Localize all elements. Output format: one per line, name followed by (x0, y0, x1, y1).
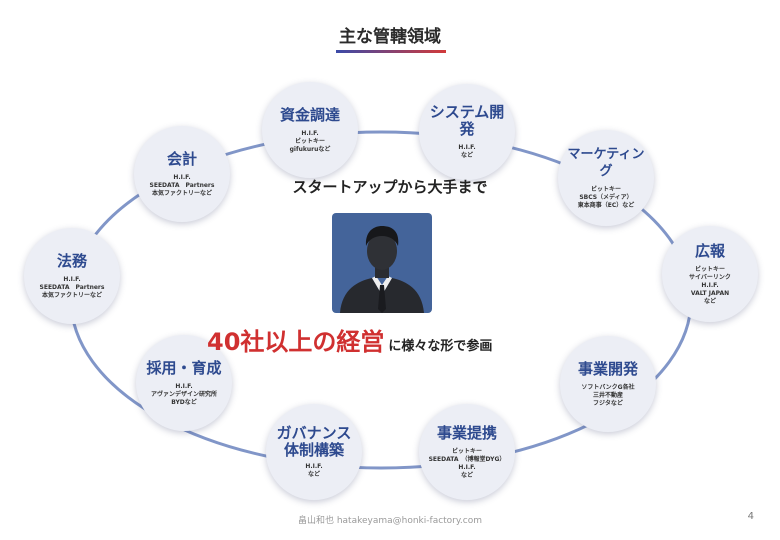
title-underline (336, 50, 446, 53)
node-detail: ビットキー SBCS（メディア） 東本商事（EC）など (577, 186, 635, 209)
headline-company-count: 40社以上の経営 (207, 328, 385, 356)
node-label: マーケティング (567, 147, 645, 179)
node-governance: ガバナンス 体制構築 H.I.F. など (266, 404, 362, 500)
node-label: 法務 (56, 251, 87, 270)
node-detail: ビットキー サイバーリンク H.I.F. VALT JAPAN など (689, 265, 731, 305)
headline: 40社以上の経営に様々な形で参画 (207, 322, 492, 357)
page-number: 4 (747, 511, 754, 522)
node-marketing: マーケティング ビットキー SBCS（メディア） 東本商事（EC）など (558, 130, 654, 226)
node-detail: H.I.F. ビットキー gifukuruなど (289, 129, 331, 153)
node-label: 採用・育成 (146, 358, 222, 377)
node-detail: ソフトバンクG各社 三井不動産 フジタなど (581, 383, 635, 407)
node-system-development: システム開発 H.I.F. など (419, 84, 515, 180)
node-label: 事業開発 (577, 359, 638, 378)
node-label: システム開発 (429, 103, 505, 138)
node-fundraising: 資金調達 H.I.F. ビットキー gifukuruなど (262, 82, 358, 178)
node-accounting: 会計 H.I.F. SEEDATA Partners 本気ファクトリーなど (134, 126, 230, 222)
node-legal: 法務 H.I.F. SEEDATA Partners 本気ファクトリーなど (24, 228, 120, 324)
footer-contact: 畠山和也 hatakeyama@honki-factory.com (297, 516, 483, 526)
node-label: 会計 (166, 149, 197, 168)
node-label: ガバナンス 体制構築 (276, 424, 352, 459)
node-detail: H.I.F. SEEDATA Partners 本気ファクトリーなど (149, 173, 215, 197)
node-label: 事業提携 (436, 423, 497, 442)
node-label: 広報 (694, 241, 725, 260)
node-detail: H.I.F. など (305, 463, 323, 478)
node-business-alliance: 事業提携 ビットキー SEEDATA （博報堂DYG） H.I.F. など (419, 404, 515, 500)
person-avatar-icon (332, 213, 432, 313)
node-detail: H.I.F. アヴァンデザイン研究所 BYDなど (150, 382, 217, 406)
node-detail: H.I.F. SEEDATA Partners 本気ファクトリーなど (39, 275, 105, 299)
headline-suffix: に様々な形で参画 (388, 339, 493, 354)
center-tagline: スタートアップから大手まで (292, 178, 488, 196)
node-label: 資金調達 (279, 105, 340, 124)
node-business-development: 事業開発 ソフトバンクG各社 三井不動産 フジタなど (560, 336, 656, 432)
node-recruiting-training: 採用・育成 H.I.F. アヴァンデザイン研究所 BYDなど (136, 335, 232, 431)
page-title: 主な管轄領域 (339, 27, 441, 47)
node-detail: ビットキー SEEDATA （博報堂DYG） H.I.F. など (428, 447, 506, 479)
node-detail: H.I.F. など (458, 144, 476, 159)
node-pr: 広報 ビットキー サイバーリンク H.I.F. VALT JAPAN など (662, 226, 758, 322)
